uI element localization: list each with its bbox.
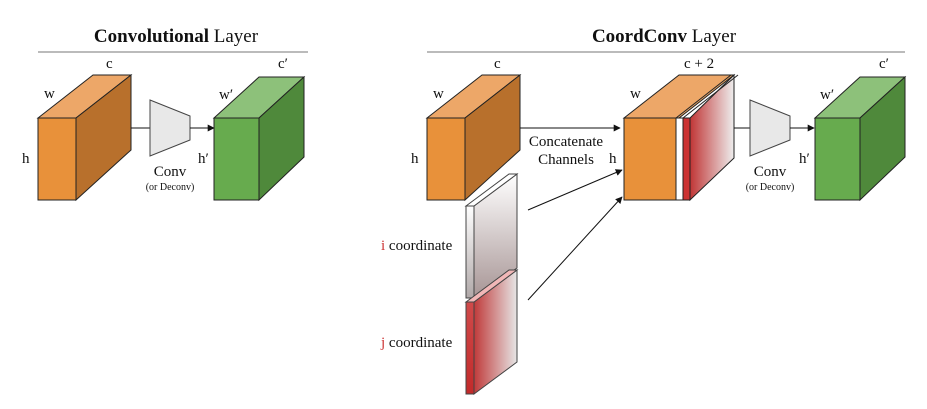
- concat-label-line1: Concatenate: [529, 134, 603, 150]
- i-coordinate-rest: coordinate: [385, 238, 452, 254]
- left-title-rest: Layer: [209, 26, 259, 47]
- concat-front-face: [623, 117, 677, 201]
- coordconv-layer-panel: CoordConv Layer w c h i coordinate j coo: [380, 26, 907, 395]
- right-conv-sublabel: (or Deconv): [746, 182, 795, 193]
- right-output-block: [813, 75, 907, 202]
- right-output-h-label: h′: [799, 151, 810, 167]
- convolutional-layer-panel: Convolutional Layer w c h Conv (or Decon…: [22, 26, 308, 202]
- left-output-h-label: h′: [198, 151, 209, 167]
- concat-i-slice: [675, 117, 684, 201]
- left-conv-trapezoid: [149, 99, 191, 157]
- right-output-w-label: w′: [820, 87, 834, 103]
- concat-slice-edge-2: [682, 74, 739, 119]
- concat-arrow-from-j: [527, 196, 623, 301]
- j-coordinate-rest: coordinate: [385, 335, 452, 351]
- right-input-w-label: w: [433, 86, 444, 102]
- left-input-h-label: h: [22, 151, 30, 167]
- left-input-w-label: w: [44, 86, 55, 102]
- right-input-h-label: h: [411, 151, 419, 167]
- concat-j-slice: [682, 117, 691, 201]
- concat-c-label: c + 2: [684, 56, 714, 72]
- right-input-block: [425, 73, 522, 202]
- left-output-front-face: [213, 117, 260, 201]
- concat-label-line2: Channels: [538, 152, 594, 168]
- i-channel-top: [464, 173, 519, 207]
- right-title-rest: Layer: [687, 26, 737, 47]
- concat-slice-edge: [675, 74, 732, 119]
- right-title-bold: CoordConv: [592, 26, 688, 47]
- concatenated-block: [622, 73, 739, 202]
- i-channel-front: [465, 205, 475, 299]
- i-coordinate-label: i coordinate: [381, 238, 453, 254]
- right-conv-trapezoid: [749, 99, 791, 157]
- right-output-front-face: [814, 117, 861, 201]
- left-input-block: [36, 73, 133, 202]
- j-coordinate-letter: j: [380, 335, 385, 351]
- left-input-front-face: [37, 117, 77, 201]
- left-conv-label: Conv: [154, 164, 187, 180]
- j-channel-top: [464, 269, 519, 303]
- right-output-c-label: c′: [879, 56, 889, 72]
- left-output-c-label: c′: [278, 56, 288, 72]
- left-output-block: [212, 75, 306, 202]
- concat-arrow-from-i: [527, 169, 623, 211]
- right-input-front-face: [426, 117, 466, 201]
- concat-w-label: w: [630, 86, 641, 102]
- j-coordinate-label: j coordinate: [380, 335, 453, 351]
- left-output-w-label: w′: [219, 87, 233, 103]
- i-coordinate-letter: i: [381, 238, 385, 254]
- concat-h-label: h: [609, 151, 617, 167]
- right-panel-title: CoordConv Layer: [592, 26, 737, 47]
- right-input-c-label: c: [494, 56, 501, 72]
- right-conv-label: Conv: [754, 164, 787, 180]
- i-coordinate-channel: [464, 173, 519, 299]
- left-input-c-label: c: [106, 56, 113, 72]
- j-channel-front: [465, 301, 475, 395]
- j-coordinate-channel: [464, 269, 519, 395]
- left-conv-sublabel: (or Deconv): [146, 182, 195, 193]
- left-title-bold: Convolutional: [94, 26, 209, 47]
- left-panel-title: Convolutional Layer: [94, 26, 259, 47]
